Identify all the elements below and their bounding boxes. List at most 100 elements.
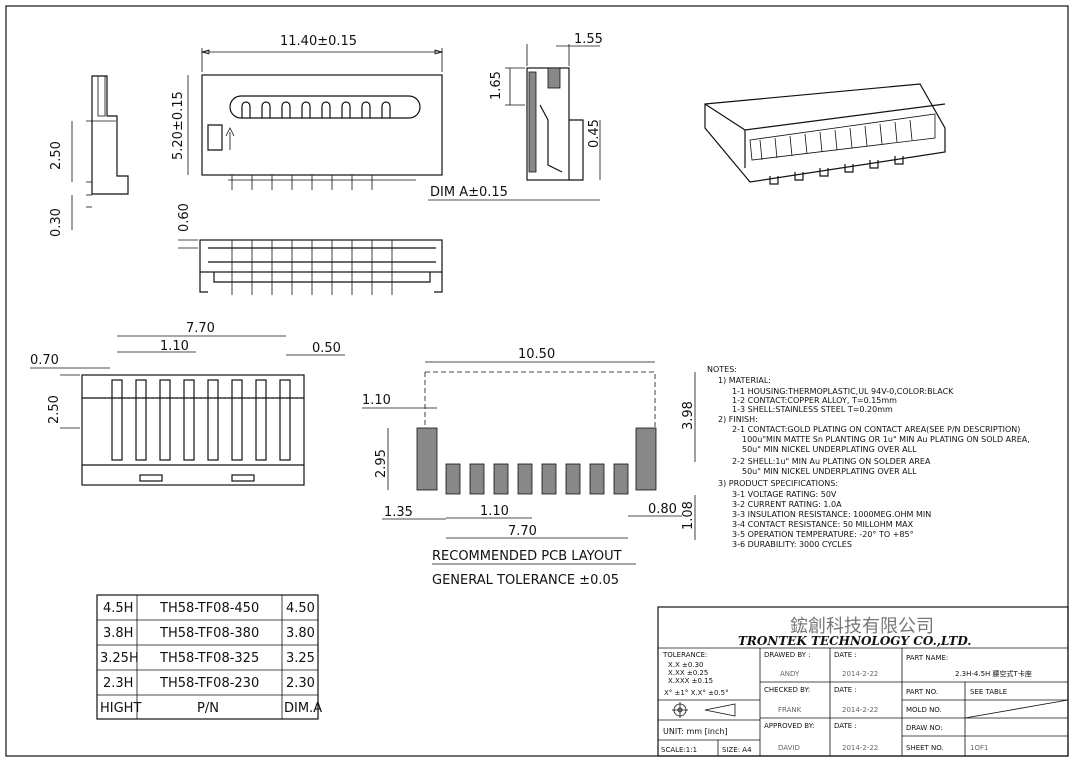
note-line: 50u" MIN NICKEL UNDERPLATING OVER ALL <box>742 445 917 454</box>
date-3: 2014-2-22 <box>842 744 878 752</box>
date-1: 2014-2-22 <box>842 670 878 678</box>
note-line: 2) FINISH: <box>718 415 758 424</box>
note-line: 1-2 CONTACT:COPPER ALLOY, T=0.15mm <box>732 396 897 405</box>
table-row: 3.25H <box>100 651 139 666</box>
dim-pcb-1.10-left: 1.10 <box>362 393 391 408</box>
dim-height-front: 5.20±0.15 <box>171 91 186 160</box>
dim-pcb-1.35: 1.35 <box>384 505 413 520</box>
left-side-view: 2.50 0.30 <box>49 75 129 237</box>
table-row: TH58-TF08-230 <box>159 676 259 691</box>
dim-pcb-10.50: 10.50 <box>518 347 555 362</box>
note-line: 50u" MIN NICKEL UNDERPLATING OVER ALL <box>742 467 917 476</box>
approved-by: DAVID <box>778 744 800 752</box>
note-line: 3-2 CURRENT RATING: 1.0A <box>732 500 842 509</box>
dim-plan-2.50: 2.50 <box>47 395 62 424</box>
unit-label: UNIT: mm [inch] <box>663 727 728 736</box>
note-line: 100u"MIN MATTE Sn PLANTING OR 1u" MIN Au… <box>742 435 1030 444</box>
size-label: SIZE: A4 <box>722 746 752 754</box>
note-line: 3-4 CONTACT RESISTANCE: 50 MILLOHM MAX <box>732 520 914 529</box>
dim-side-width: 1.55 <box>574 32 603 47</box>
note-line: 3-6 DURABILITY: 3000 CYCLES <box>732 540 852 549</box>
tolerance-label: TOLERANCE: <box>662 651 707 659</box>
tolerance-angle: X° ±1° X.X° ±0.5° <box>664 689 729 697</box>
part-no: SEE TABLE <box>970 688 1007 696</box>
table-row: 2.30 <box>286 676 315 691</box>
date-2: 2014-2-22 <box>842 706 878 714</box>
dim-pcb-0.80: 0.80 <box>648 502 677 517</box>
draw-no-label: DRAW NO: <box>906 724 943 732</box>
table-row: 4.50 <box>286 601 315 616</box>
sheet-border <box>5 5 1069 757</box>
table-header: HIGHT <box>100 701 141 716</box>
parts-table: 4.5H TH58-TF08-450 4.50 3.8H TH58-TF08-3… <box>96 594 322 720</box>
date-label-3: DATE : <box>834 722 857 730</box>
dim-pcb-2.95: 2.95 <box>374 449 389 478</box>
mold-no-label: MOLD NO. <box>906 706 942 714</box>
table-header: DIM.A <box>284 701 322 716</box>
table-row: TH58-TF08-450 <box>159 601 259 616</box>
tolerance-2: X.XX ±0.25 <box>668 669 708 677</box>
dim-pcb-3.98: 3.98 <box>681 401 696 430</box>
bottom-front-view: 0.60 <box>177 203 443 295</box>
side-section-view: 1.55 1.65 0.45 DIM A±0.15 <box>428 32 603 201</box>
table-header: P/N <box>197 701 219 716</box>
note-line: 1-3 SHELL:STAINLESS STEEL T=0.20mm <box>732 405 893 414</box>
table-row: TH58-TF08-325 <box>159 651 259 666</box>
note-line: 3-5 OPERATION TEMPERATURE: -20° TO +85° <box>732 530 914 539</box>
note-line: 3-3 INSULATION RESISTANCE: 1000MEG.OHM M… <box>732 510 931 519</box>
part-name: 2.3H-4.5H 腰空式T卡座 <box>955 669 1032 678</box>
sheet-no: 1OF1 <box>970 744 988 752</box>
sheet-no-label: SHEET NO. <box>906 744 944 752</box>
pcb-layout-view: 10.50 1.10 3.98 2.95 1.35 1.10 0.80 1.08… <box>362 347 696 588</box>
notes-block: NOTES: 1) MATERIAL: 1-1 HOUSING:THERMOPL… <box>707 365 1030 549</box>
note-line: 3-1 VOLTAGE RATING: 50V <box>732 490 837 499</box>
note-line: 2-1 CONTACT:GOLD PLATING ON CONTACT AREA… <box>732 425 1020 434</box>
table-row: 3.80 <box>286 626 315 641</box>
dim-plan-1.10: 1.10 <box>160 339 189 354</box>
part-name-label: PART NAME: <box>906 654 948 662</box>
drawn-by-label: DRAWED BY : <box>764 651 811 659</box>
dim-width-top: 11.40±0.15 <box>280 34 357 49</box>
part-no-label: PART NO. <box>906 688 938 696</box>
company-name-cn: 鋐創科技有限公司 <box>790 616 934 637</box>
table-row: TH58-TF08-380 <box>159 626 259 641</box>
front-view: 11.40±0.15 5.20±0.15 <box>171 34 444 190</box>
dim-pcb-1.08: 1.08 <box>681 501 696 530</box>
date-label-1: DATE : <box>834 651 857 659</box>
scale-label: SCALE:1:1 <box>661 746 697 754</box>
company-name-en: TRONTEK TECHNOLOGY CO.,LTD. <box>738 634 971 648</box>
table-row: 3.25 <box>286 651 315 666</box>
dim-plan-0.70: 0.70 <box>30 353 59 368</box>
title-block: 鋐創科技有限公司 TRONTEK TECHNOLOGY CO.,LTD. TOL… <box>657 606 1069 757</box>
note-line: 1-1 HOUSING:THERMOPLASTIC,UL 94V-0,COLOR… <box>732 387 954 396</box>
date-label-2: DATE : <box>834 686 857 694</box>
dim-2.50-left: 2.50 <box>49 141 64 170</box>
dim-plan-7.70: 7.70 <box>186 321 215 336</box>
plan-view: 7.70 1.10 0.70 0.50 2.50 <box>30 321 345 486</box>
checked-by-label: CHECKED BY: <box>764 686 810 694</box>
table-row: 2.3H <box>103 676 133 691</box>
dim-side-0.45: 0.45 <box>587 119 602 148</box>
table-row: 4.5H <box>103 601 133 616</box>
dim-pcb-1.10-bottom: 1.10 <box>480 504 509 519</box>
approved-by-label: APPROVED BY: <box>764 722 814 730</box>
dim-side-1.65: 1.65 <box>489 71 504 100</box>
dim-0.60: 0.60 <box>177 203 192 232</box>
notes-header: NOTES: <box>707 365 737 374</box>
table-row: 3.8H <box>103 626 133 641</box>
pcb-layout-title: RECOMMENDED PCB LAYOUT <box>432 549 622 564</box>
checked-by: FRANK <box>778 706 802 714</box>
dim-pcb-7.70: 7.70 <box>508 524 537 539</box>
dim-0.30-left: 0.30 <box>49 208 64 237</box>
dim-plan-0.50: 0.50 <box>312 341 341 356</box>
note-line: 3) PRODUCT SPECIFICATIONS: <box>718 479 838 488</box>
tolerance-1: X.X ±0.30 <box>668 661 704 669</box>
drawn-by: ANDY <box>780 670 800 678</box>
tolerance-3: X.XXX ±0.15 <box>668 677 713 685</box>
note-line: 1) MATERIAL: <box>718 376 771 385</box>
isometric-view <box>704 83 946 185</box>
projection-cone-icon <box>704 703 736 717</box>
general-tolerance: GENERAL TOLERANCE ±0.05 <box>432 573 619 588</box>
